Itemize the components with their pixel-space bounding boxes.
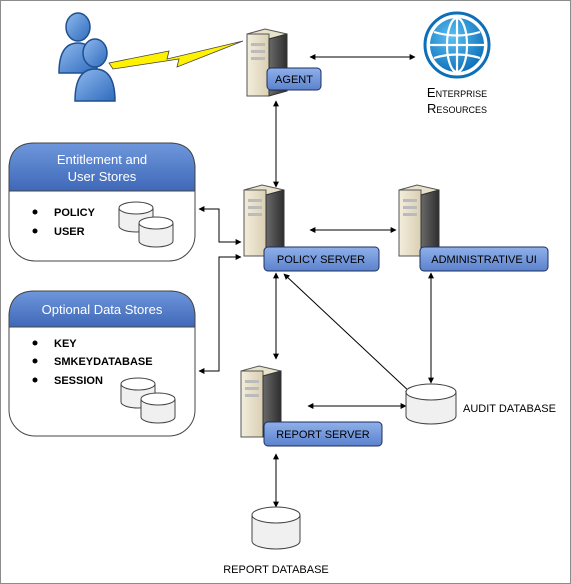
store-item-session: SESSION [54, 375, 103, 387]
server-icon [243, 184, 285, 257]
globe-icon [423, 11, 491, 79]
store-item-smkeydatabase: SMKEYDATABASE [54, 356, 153, 368]
bullet [32, 377, 38, 383]
audit-database-label: AUDIT DATABASE [463, 403, 556, 415]
bullet [32, 209, 38, 215]
server-icon [240, 365, 282, 438]
optional-title: Optional Data Stores [42, 302, 163, 317]
database-icon [405, 383, 457, 425]
connector-optional-policy [198, 254, 242, 374]
bullet [32, 228, 38, 234]
database-icon [120, 377, 176, 424]
agent-label: AGENT [275, 74, 313, 86]
admin-ui-label: ADMINISTRATIVE UI [431, 254, 537, 266]
enterprise-resources-line2: Resources [427, 101, 487, 116]
connector-policy-audit [283, 273, 412, 394]
report-server-node: REPORT SERVER [263, 421, 383, 447]
entitlement-title-line1: Entitlement and [57, 152, 147, 167]
server-icon [398, 184, 440, 257]
enterprise-resources-line1: Enterprise [427, 85, 487, 100]
policy-server-node: POLICY SERVER [263, 246, 380, 272]
agent-node: AGENT [266, 67, 322, 91]
connector-entitlement-policy [198, 206, 242, 245]
store-item-policy: POLICY [54, 207, 96, 219]
report-database-label: REPORT DATABASE [223, 564, 329, 576]
policy-server-label: POLICY SERVER [277, 254, 365, 266]
bullet [32, 340, 38, 346]
optional-stores-panel: Optional Data Stores KEY SMKEYDATABASE S… [8, 290, 196, 437]
connectors [198, 54, 434, 508]
store-item-user: USER [54, 226, 85, 238]
report-server-label: REPORT SERVER [276, 429, 370, 441]
admin-ui-node: ADMINISTRATIVE UI [419, 246, 549, 272]
store-item-key: KEY [54, 338, 77, 350]
bullet [32, 358, 38, 364]
entitlement-stores-panel: Entitlement and User Stores POLICY USER [8, 142, 196, 262]
users-icon [58, 12, 116, 102]
database-icon [118, 201, 174, 248]
lightning-icon [108, 40, 244, 70]
database-icon [251, 506, 301, 550]
entitlement-title-line2: User Stores [68, 169, 137, 184]
